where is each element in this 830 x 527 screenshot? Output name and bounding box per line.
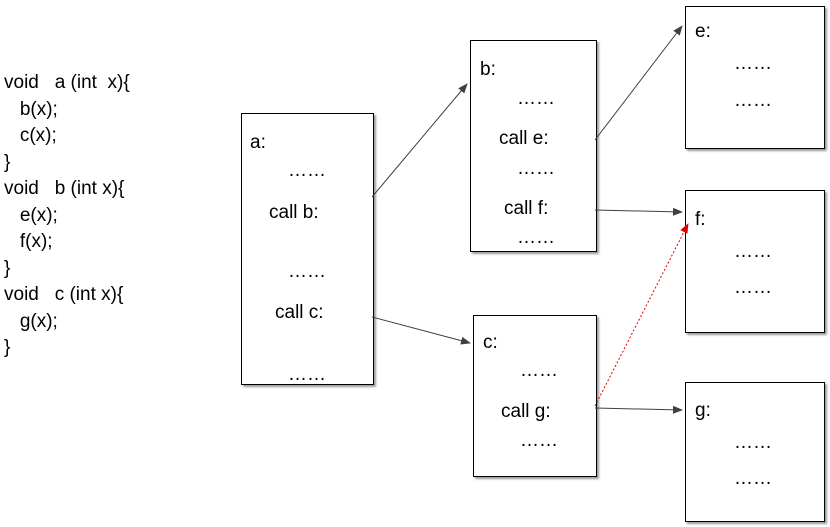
arrow-c-to-f-dotted [594, 223, 689, 407]
box-a-label: a: [250, 132, 266, 153]
function-box-a: a: …… call b: …… call c: …… [241, 113, 374, 385]
arrow-a-to-b [371, 83, 468, 198]
box-f-ellipsis-2: …… [734, 277, 772, 298]
function-box-b: b: …… call e: …… call f: …… [470, 40, 597, 252]
box-a-call-b: call b: [269, 202, 319, 223]
box-a-ellipsis-3: …… [288, 364, 326, 385]
arrow-b-to-f [594, 207, 683, 216]
code-line: g(x); [4, 310, 58, 332]
code-line: } [4, 337, 11, 358]
box-b-label: b: [480, 59, 496, 80]
code-line: f(x); [4, 231, 53, 252]
code-line: c(x); [4, 125, 57, 146]
box-a-ellipsis-1: …… [288, 160, 326, 181]
code-line: void a (int x){ [4, 72, 130, 93]
function-box-c: c: …… call g: …… [473, 315, 597, 477]
code-line: void c (int x){ [4, 284, 124, 305]
box-b-call-f: call f: [504, 198, 549, 219]
arrow-a-to-c [371, 316, 471, 345]
code-line: } [4, 257, 11, 279]
box-c-call-g: call g: [501, 401, 551, 422]
box-b-ellipsis-1: …… [517, 88, 555, 109]
function-box-g: g: …… …… [685, 382, 825, 522]
box-e-ellipsis-2: …… [734, 90, 772, 111]
box-c-label: c: [483, 332, 498, 353]
box-b-ellipsis-2: …… [517, 158, 555, 179]
box-e-label: e: [695, 21, 711, 42]
arrow-b-to-e [594, 25, 683, 141]
box-f-ellipsis-1: …… [734, 241, 772, 262]
function-box-f: f: …… …… [685, 190, 825, 333]
box-f-label: f: [695, 209, 706, 230]
code-line: } [4, 151, 11, 173]
box-g-ellipsis-2: …… [734, 468, 772, 489]
box-a-ellipsis-2: …… [288, 261, 326, 282]
code-line: b(x); [4, 98, 58, 120]
code-listing: void a (int x){ b(x); c(x); } void b (in… [4, 70, 130, 362]
code-line: void b (int x){ [4, 178, 125, 199]
arrow-c-to-g [594, 405, 683, 414]
box-b-ellipsis-3: …… [517, 227, 555, 248]
box-c-ellipsis-1: …… [520, 360, 558, 381]
box-g-label: g: [695, 400, 711, 421]
box-b-call-e: call e: [499, 128, 549, 149]
box-a-call-c: call c: [275, 302, 324, 323]
box-g-ellipsis-1: …… [734, 432, 772, 453]
box-c-ellipsis-2: …… [520, 430, 558, 451]
code-line: e(x); [4, 204, 58, 226]
function-box-e: e: …… …… [685, 6, 825, 149]
box-e-ellipsis-1: …… [734, 53, 772, 74]
